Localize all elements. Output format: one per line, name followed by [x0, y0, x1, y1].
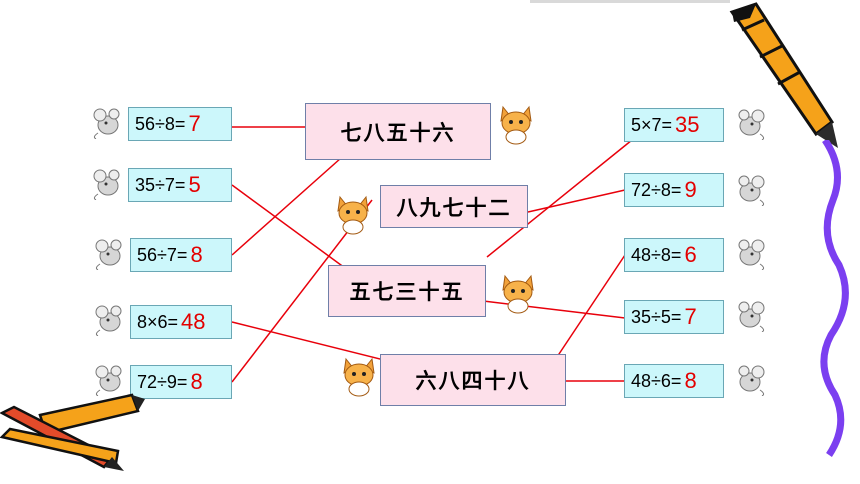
equation-box: 8×6=48: [130, 305, 232, 339]
equation-answer: 8: [684, 368, 697, 393]
equation-box: 56÷8=7: [128, 107, 232, 141]
equation-box: 56÷7=8: [130, 238, 232, 272]
equation-expr: 8×6=: [137, 311, 179, 332]
cat-icon: [502, 274, 534, 314]
wavy-ribbon: [820, 140, 849, 457]
equation-expr: 72÷8=: [631, 179, 682, 200]
rhyme-phrase: 七八五十六: [305, 103, 491, 160]
equation-answer: 5: [188, 172, 201, 197]
connect-line: [474, 299, 626, 319]
equation-answer: 48: [181, 309, 206, 334]
connect-line: [486, 139, 633, 258]
equation-answer: 7: [188, 111, 201, 136]
connect-line: [231, 321, 401, 365]
rhyme-phrase: 六八四十八: [380, 354, 566, 406]
mouse-icon: [95, 305, 122, 336]
mouse-icon: [95, 239, 122, 270]
cat-icon: [337, 195, 369, 235]
equation-expr: 48÷8=: [631, 244, 682, 265]
mouse-icon: [738, 175, 765, 206]
top-divider: [530, 0, 730, 3]
mouse-icon: [95, 365, 122, 396]
connect-line: [231, 184, 346, 269]
equation-expr: 56÷7=: [137, 244, 188, 265]
equation-answer: 9: [684, 177, 697, 202]
equation-answer: 35: [675, 112, 700, 137]
equation-box: 48÷8=6: [624, 238, 724, 272]
equation-expr: 35÷5=: [631, 306, 682, 327]
equation-answer: 7: [684, 304, 697, 329]
equation-answer: 8: [190, 242, 203, 267]
equation-expr: 72÷9=: [137, 371, 188, 392]
equation-box: 35÷5=7: [624, 300, 724, 334]
equation-answer: 6: [684, 242, 697, 267]
connect-line: [231, 149, 351, 256]
crayon-icon: [729, 2, 838, 148]
equation-expr: 56÷8=: [135, 113, 186, 134]
equation-box: 72÷9=8: [130, 365, 232, 399]
mouse-icon: [738, 109, 765, 140]
equation-box: 5×7=35: [624, 108, 724, 142]
equation-expr: 48÷6=: [631, 370, 682, 391]
mouse-icon: [738, 301, 765, 332]
equation-answer: 8: [190, 369, 203, 394]
equation-expr: 5×7=: [631, 114, 673, 135]
cat-icon: [343, 357, 375, 397]
crayon-icon: [0, 393, 145, 471]
mouse-icon: [738, 239, 765, 270]
mouse-icon: [93, 108, 120, 139]
mouse-icon: [738, 365, 765, 396]
equation-expr: 35÷7=: [135, 174, 186, 195]
mouse-icon: [93, 169, 120, 200]
connect-line: [527, 189, 626, 213]
equation-box: 48÷6=8: [624, 364, 724, 398]
cat-icon: [500, 105, 532, 145]
equation-box: 35÷7=5: [128, 168, 232, 202]
rhyme-phrase: 八九七十二: [380, 185, 528, 228]
rhyme-phrase: 五七三十五: [328, 265, 486, 317]
equation-box: 72÷8=9: [624, 173, 724, 207]
